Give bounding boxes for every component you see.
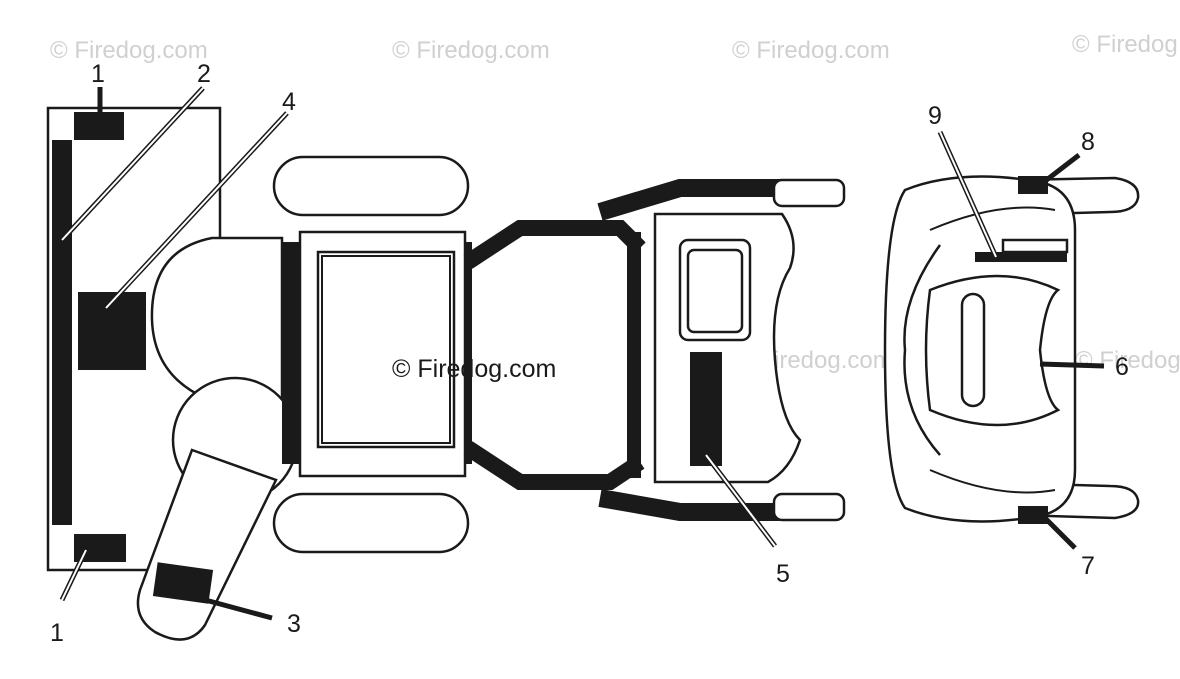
decal-5 xyxy=(690,352,722,466)
callout-9: 9 xyxy=(928,102,942,130)
callout-4: 4 xyxy=(282,88,296,116)
callout-5: 5 xyxy=(776,560,790,588)
leader-6 xyxy=(1039,361,1105,369)
body-right-strip xyxy=(462,242,472,464)
watermark-center: © Firedog.com xyxy=(392,355,556,383)
handle-bar-bottom xyxy=(598,489,780,521)
frame-rail-top xyxy=(463,220,646,269)
leader-8 xyxy=(1038,153,1081,187)
rear-view-assembly xyxy=(883,175,1140,524)
callout-3: 3 xyxy=(287,610,301,638)
rear-slot xyxy=(960,292,986,408)
callout-2: 2 xyxy=(197,60,211,88)
callout-1-top: 1 xyxy=(91,60,105,88)
front-hood-hump xyxy=(150,236,284,400)
rear-bar-top xyxy=(1001,238,1069,254)
control-window-inner xyxy=(686,248,744,334)
rear-housing-arc-bottom xyxy=(929,469,1056,494)
chute-assembly xyxy=(136,376,299,641)
watermark-top-1: © Firedog.com xyxy=(50,37,208,64)
decal-9 xyxy=(975,252,1067,262)
watermark-mid-4: © Firedog.com xyxy=(1075,347,1180,374)
decal-1-top xyxy=(74,112,124,140)
grip-bottom xyxy=(772,492,846,522)
rear-chute-opening xyxy=(924,274,1061,427)
handle-bar-top xyxy=(597,179,780,221)
callout-1-bottom: 1 xyxy=(50,619,64,647)
watermark-top-3: © Firedog.com xyxy=(732,37,890,64)
main-body xyxy=(282,230,472,478)
callout-6: 6 xyxy=(1115,353,1129,381)
seat-panel-inner xyxy=(321,255,451,444)
frame-rail-bottom xyxy=(463,441,645,490)
leader-lines xyxy=(59,86,1105,621)
wheel-front-bottom xyxy=(272,492,470,554)
seat-panel xyxy=(316,250,456,449)
callout-7: 7 xyxy=(1081,552,1095,580)
callout-8: 8 xyxy=(1081,128,1095,156)
decal-7 xyxy=(1018,506,1048,524)
watermark-top-4: © Firedog.com xyxy=(1072,31,1180,58)
leader-7 xyxy=(1037,510,1077,550)
grip-top xyxy=(772,178,846,208)
leader-3 xyxy=(197,595,273,621)
wheel-front-top xyxy=(272,155,470,217)
watermark-top-2: © Firedog.com xyxy=(392,37,550,64)
control-housing xyxy=(653,212,802,484)
decal-8 xyxy=(1018,176,1048,194)
blade-edge-strip xyxy=(52,140,72,525)
decal-3 xyxy=(152,562,214,604)
rear-housing-arc-top xyxy=(929,206,1056,231)
callout-labels: 1 2 4 9 8 6 5 7 3 1 xyxy=(50,60,1129,647)
